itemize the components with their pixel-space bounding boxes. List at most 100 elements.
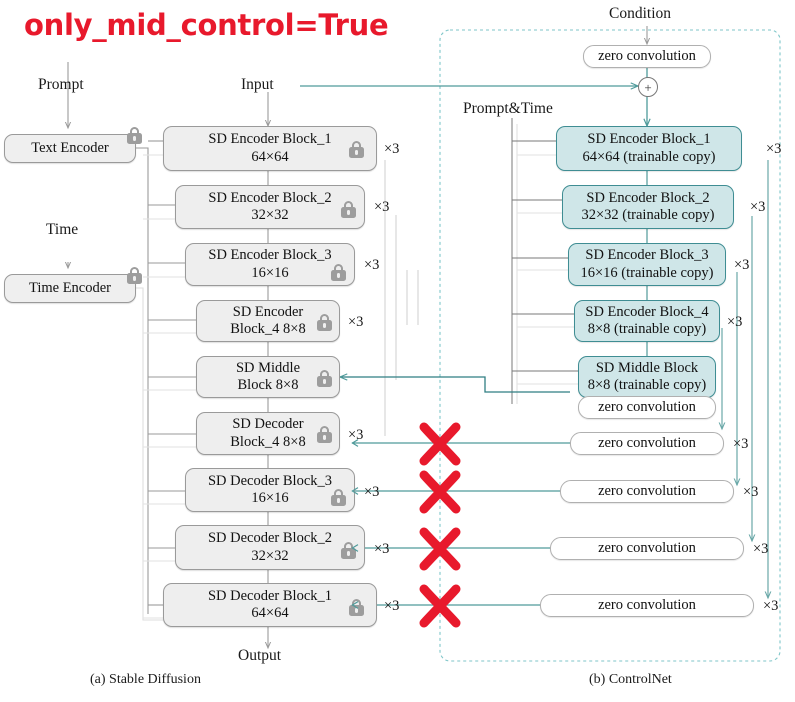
block-line1: SD Decoder bbox=[232, 416, 304, 433]
multiplier-dec4: ×3 bbox=[348, 427, 364, 443]
sd-middle-block[interactable]: SD Middle Block 8×8 bbox=[196, 356, 340, 398]
multiplier-zc4: ×3 bbox=[763, 598, 779, 614]
zero-convolution-4[interactable]: zero convolution bbox=[540, 594, 754, 617]
red-x-mark-4 bbox=[417, 583, 463, 629]
multiplier-dec3: ×3 bbox=[364, 484, 380, 500]
block-line1: SD Encoder Block_2 bbox=[208, 189, 332, 206]
sd-decoder-block-2[interactable]: SD Decoder Block_2 32×32 bbox=[175, 525, 365, 570]
block-line2: 8×8 (trainable copy) bbox=[587, 321, 707, 337]
cn-encoder-block-2[interactable]: SD Encoder Block_2 32×32 (trainable copy… bbox=[562, 185, 734, 229]
block-line1: SD Encoder Block_3 bbox=[208, 247, 332, 264]
multiplier-dec2: ×3 bbox=[374, 541, 390, 557]
controlnet-dashed-boundary bbox=[439, 29, 781, 662]
multiplier-cn-enc2: ×3 bbox=[750, 199, 766, 215]
sd-decoder-block-4[interactable]: SD Decoder Block_4 8×8 bbox=[196, 412, 340, 455]
zero-convolution-middle[interactable]: zero convolution bbox=[578, 396, 716, 419]
label-input: Input bbox=[241, 76, 274, 93]
sd-decoder-block-3[interactable]: SD Decoder Block_3 16×16 bbox=[185, 468, 355, 512]
zero-convolution-top[interactable]: zero convolution bbox=[583, 45, 711, 68]
multiplier-enc1: ×3 bbox=[384, 141, 400, 157]
lock-icon bbox=[317, 370, 332, 387]
block-line2: Block 8×8 bbox=[237, 377, 299, 393]
multiplier-cn-enc3: ×3 bbox=[734, 257, 750, 273]
block-line1: SD Encoder bbox=[232, 303, 304, 320]
block-line1: SD Encoder Block_1 bbox=[208, 131, 332, 148]
block-line1: SD Middle bbox=[235, 359, 301, 376]
multiplier-enc2: ×3 bbox=[374, 199, 390, 215]
crossed-zeroconv-links bbox=[352, 442, 570, 606]
multiplier-cn-enc1: ×3 bbox=[766, 141, 782, 157]
block-line2: Block_4 8×8 bbox=[230, 433, 306, 450]
zero-convolution-label: zero convolution bbox=[598, 596, 696, 613]
red-x-mark-2 bbox=[417, 469, 463, 515]
multiplier-zc1: ×3 bbox=[733, 436, 749, 452]
block-line1: SD Encoder Block_2 bbox=[586, 189, 710, 206]
red-x-mark-1 bbox=[417, 421, 463, 467]
block-line2: 32×32 bbox=[251, 547, 289, 564]
block-line1: SD Middle Block bbox=[595, 359, 699, 376]
multiplier-enc4: ×3 bbox=[348, 314, 364, 330]
multiplier-enc3: ×3 bbox=[364, 257, 380, 273]
text-encoder-node[interactable]: Text Encoder bbox=[4, 127, 142, 163]
block-line1: SD Encoder Block_4 bbox=[585, 303, 709, 320]
lock-icon bbox=[317, 314, 332, 331]
block-line2: 64×64 bbox=[251, 605, 289, 621]
block-line2: 16×16 bbox=[251, 490, 289, 506]
text-encoder-bus bbox=[136, 147, 149, 614]
sd-decoder-block-1[interactable]: SD Decoder Block_1 64×64 bbox=[163, 583, 377, 627]
block-line1: SD Decoder Block_2 bbox=[207, 530, 333, 547]
block-line2: 8×8 (trainable copy) bbox=[587, 377, 707, 393]
block-line2: Block_4 8×8 bbox=[230, 321, 306, 337]
time-encoder-node[interactable]: Time Encoder bbox=[4, 267, 142, 303]
plus-glyph: + bbox=[644, 79, 652, 95]
label-prompt-time: Prompt&Time bbox=[463, 100, 553, 117]
zero-convolution-2[interactable]: zero convolution bbox=[560, 480, 734, 503]
sd-encoder-block-4[interactable]: SD Encoder Block_4 8×8 bbox=[196, 300, 340, 342]
label-prompt: Prompt bbox=[38, 76, 84, 93]
block-line2: 64×64 bbox=[251, 148, 289, 165]
lock-icon bbox=[341, 201, 356, 218]
block-line1: SD Encoder Block_1 bbox=[587, 131, 711, 148]
block-line2: 64×64 (trainable copy) bbox=[582, 148, 716, 165]
sd-encoder-block-2[interactable]: SD Encoder Block_2 32×32 bbox=[175, 185, 365, 229]
block-line2: 32×32 (trainable copy) bbox=[581, 207, 715, 223]
mid-zeroconv-to-sd-middle bbox=[340, 377, 570, 393]
caption-right: (b) ControlNet bbox=[589, 672, 672, 687]
sd-encoder-block-3[interactable]: SD Encoder Block_3 16×16 bbox=[185, 243, 355, 286]
red-x-mark-3 bbox=[417, 526, 463, 572]
lock-icon bbox=[341, 542, 356, 559]
cn-encoder-block-1[interactable]: SD Encoder Block_1 64×64 (trainable copy… bbox=[556, 126, 742, 171]
lock-icon bbox=[349, 141, 364, 158]
zero-convolution-label: zero convolution bbox=[598, 434, 696, 451]
lock-icon bbox=[127, 267, 142, 284]
zero-convolution-label: zero convolution bbox=[598, 47, 696, 64]
multiplier-zc3: ×3 bbox=[753, 541, 769, 557]
sd-encoder-block-1[interactable]: SD Encoder Block_1 64×64 bbox=[163, 126, 377, 171]
zero-convolution-label: zero convolution bbox=[598, 539, 696, 556]
lock-icon bbox=[331, 264, 346, 281]
cn-encoder-block-4[interactable]: SD Encoder Block_4 8×8 (trainable copy) bbox=[574, 300, 720, 342]
caption-left: (a) Stable Diffusion bbox=[90, 672, 201, 687]
lock-icon bbox=[317, 426, 332, 443]
zero-convolution-label: zero convolution bbox=[598, 482, 696, 499]
zero-convolution-1[interactable]: zero convolution bbox=[570, 432, 724, 455]
multiplier-zc2: ×3 bbox=[743, 484, 759, 500]
multiplier-cn-enc4: ×3 bbox=[727, 314, 743, 330]
lock-icon bbox=[331, 489, 346, 506]
time-encoder-label: Time Encoder bbox=[28, 279, 112, 296]
cn-encoder-block-3[interactable]: SD Encoder Block_3 16×16 (trainable copy… bbox=[568, 243, 726, 286]
multiplier-dec1: ×3 bbox=[384, 598, 400, 614]
cn-middle-block[interactable]: SD Middle Block 8×8 (trainable copy) bbox=[578, 356, 716, 398]
zero-convolution-label: zero convolution bbox=[598, 398, 696, 415]
block-line1: SD Decoder Block_3 bbox=[207, 472, 333, 489]
label-time: Time bbox=[46, 221, 79, 238]
block-line2: 32×32 bbox=[251, 207, 289, 223]
block-line1: SD Encoder Block_3 bbox=[585, 247, 709, 264]
label-output: Output bbox=[238, 647, 282, 664]
block-line2: 16×16 bbox=[251, 264, 289, 281]
page-title: only_mid_control=True bbox=[24, 8, 389, 42]
zero-convolution-3[interactable]: zero convolution bbox=[550, 537, 744, 560]
lock-icon bbox=[127, 127, 142, 144]
sum-node: + bbox=[638, 77, 658, 97]
